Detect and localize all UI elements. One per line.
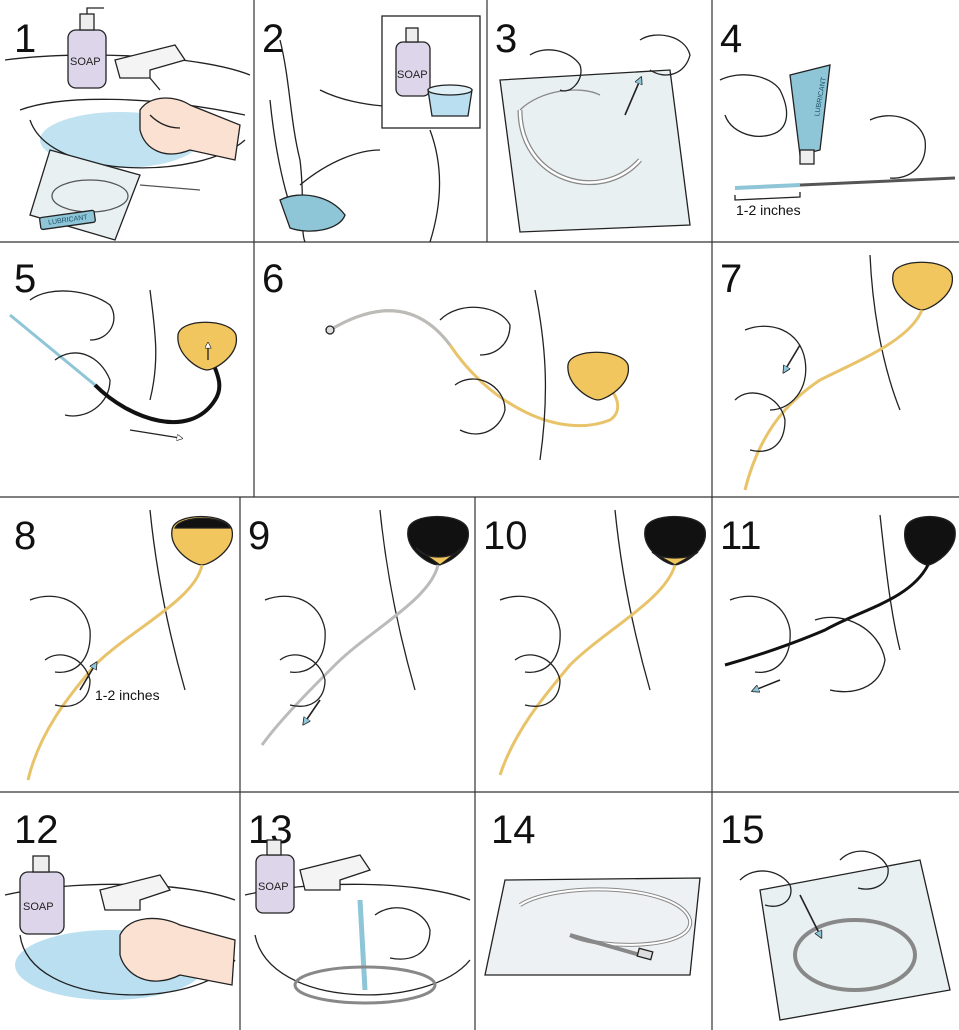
step-number-8: 8: [14, 514, 36, 558]
bladder-icon-2: [568, 352, 629, 400]
panel-7-illustration: [735, 255, 952, 490]
lubricant-tube-icon-large: LUBRICANT: [790, 65, 830, 164]
soap-pump-icon-2: SOAP: [20, 856, 64, 934]
step-number-15: 15: [720, 808, 765, 852]
soap-label-3: SOAP: [23, 901, 54, 913]
panel-15-illustration: [740, 851, 950, 1020]
bladder-icon-7: [905, 517, 956, 566]
panel-5-illustration: [10, 290, 236, 438]
step-number-11: 11: [720, 514, 762, 558]
cloth-icon: [280, 195, 345, 231]
panel-14-illustration: [485, 878, 700, 975]
soap-label-4: SOAP: [258, 881, 289, 893]
step-number-9: 9: [248, 514, 270, 558]
soap-label: SOAP: [70, 56, 101, 68]
faucet-icon: [115, 45, 185, 90]
bladder-icon: [178, 322, 237, 370]
panel-6-illustration: [326, 290, 628, 460]
panel-1-illustration: SOAP LUBRICANT: [5, 8, 250, 240]
bladder-icon-6: [645, 517, 706, 566]
panel-13-illustration: SOAP: [245, 840, 470, 1003]
step-number-3: 3: [495, 17, 517, 61]
step-number-4: 4: [720, 17, 742, 61]
bladder-icon-5: [408, 517, 469, 566]
step-number-6: 6: [262, 257, 284, 301]
step-number-12: 12: [14, 808, 59, 852]
step-number-5: 5: [14, 257, 36, 301]
step-number-7: 7: [720, 257, 742, 301]
bladder-icon-3: [893, 262, 953, 310]
bladder-icon-4: [172, 517, 233, 566]
panel-8-illustration: 1-2 inches: [28, 510, 232, 780]
soap-pump-icon: SOAP: [68, 8, 106, 88]
step-number-10: 10: [483, 514, 528, 558]
step-number-1: 1: [14, 17, 36, 61]
panel-10-illustration: [500, 510, 705, 775]
measure-label: 1-2 inches: [736, 202, 801, 218]
panel-2-illustration: SOAP: [270, 16, 480, 242]
step-number-14: 14: [491, 808, 536, 852]
step-number-2: 2: [262, 17, 284, 61]
measure-label-2: 1-2 inches: [95, 687, 160, 703]
panel-12-illustration: SOAP: [5, 856, 235, 1000]
panel-9-illustration: [262, 510, 468, 745]
washing-hands-icon-2: [120, 918, 235, 985]
soap-and-bowl-inset: SOAP: [382, 16, 480, 128]
faucet-icon-2: [100, 875, 170, 910]
soap-label-2: SOAP: [397, 69, 428, 81]
panel-3-illustration: [500, 35, 690, 232]
panel-4-illustration: LUBRICANT 1-2 inches: [720, 65, 955, 218]
